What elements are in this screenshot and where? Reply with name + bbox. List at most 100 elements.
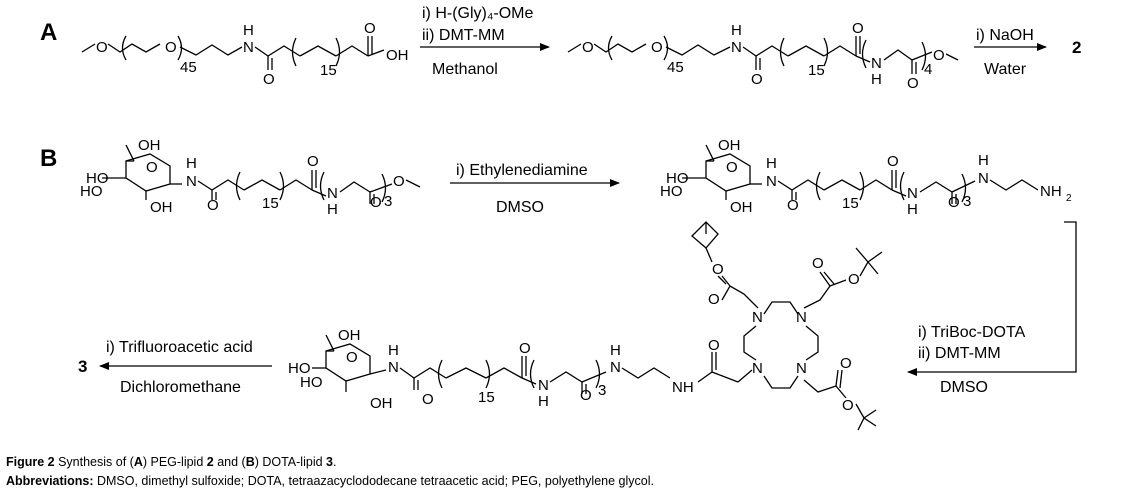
caption-text: ) PEG-lipid bbox=[142, 455, 207, 469]
atom-o: O bbox=[307, 153, 319, 170]
peg-lipid-acid-structure: O O 45 H N O 15 O OH bbox=[81, 20, 409, 88]
subscript-chain-15: 15 bbox=[262, 195, 279, 212]
subscript-chain-15: 15 bbox=[808, 62, 825, 79]
atom-o: O bbox=[842, 397, 854, 414]
atom-n: N bbox=[731, 39, 742, 56]
scheme-a-reagent-1: i) H-(Gly)₄-OMe bbox=[422, 5, 534, 22]
atom-n: N bbox=[327, 185, 338, 202]
atom-o: O bbox=[346, 349, 358, 366]
atom-nh2-subscript: 2 bbox=[1066, 193, 1072, 204]
caption-compound-3: 3 bbox=[326, 455, 333, 469]
atom-ho: HO bbox=[300, 374, 323, 391]
scheme-b-arrow-2 bbox=[907, 221, 1077, 376]
atom-n: N bbox=[907, 185, 918, 202]
atom-h: H bbox=[766, 155, 777, 172]
atom-oh: OH bbox=[386, 47, 409, 64]
atom-n: N bbox=[752, 360, 763, 377]
atom-h: H bbox=[388, 342, 399, 359]
subscript-gly-3: 3 bbox=[963, 193, 971, 210]
abbreviations: Abbreviations: DMSO, dimethyl sulfoxide;… bbox=[6, 474, 1122, 488]
atom-n: N bbox=[796, 309, 807, 326]
reaction-scheme: A B O O 45 H N O 15 O OH i) H-(Gly)₄-OMe… bbox=[40, 5, 1081, 431]
scheme-b-reagent-4: i) Trifluoroacetic acid bbox=[106, 339, 253, 356]
atom-h: H bbox=[538, 393, 549, 410]
atom-o: O bbox=[519, 340, 531, 357]
atom-o: O bbox=[933, 47, 945, 64]
atom-o: O bbox=[146, 159, 158, 176]
caption-text: ) DOTA-lipid bbox=[254, 455, 327, 469]
caption-text: and ( bbox=[213, 455, 246, 469]
scheme-a-reagent-3: i) NaOH bbox=[976, 27, 1034, 44]
atom-o: O bbox=[812, 255, 824, 272]
atom-ho: HO bbox=[86, 170, 109, 187]
caption-panel-b: B bbox=[245, 455, 255, 469]
atom-o: O bbox=[364, 20, 376, 37]
caption-text: Synthesis of ( bbox=[54, 455, 134, 469]
atom-ho: HO bbox=[660, 183, 683, 200]
glucolipid-gly3-ester-structure: OH O HO HO OH H N O 15 O N H O 3 O bbox=[80, 137, 421, 218]
panel-label-a: A bbox=[40, 19, 57, 46]
atom-n: N bbox=[752, 309, 763, 326]
scheme-b-solvent-2: DMSO bbox=[940, 379, 988, 396]
atom-o: O bbox=[712, 261, 724, 278]
atom-nh: NH bbox=[672, 379, 694, 396]
atom-oh: OH bbox=[718, 137, 741, 154]
scheme-a-reagent-2: ii) DMT-MM bbox=[422, 27, 505, 44]
atom-oh: OH bbox=[138, 137, 161, 154]
abbreviations-label: Abbreviations: bbox=[6, 474, 94, 488]
atom-o: O bbox=[370, 194, 382, 211]
product-3-label: 3 bbox=[78, 357, 87, 376]
atom-o: O bbox=[580, 387, 592, 404]
subscript-gly-3: 3 bbox=[598, 382, 606, 399]
atom-h: H bbox=[186, 155, 197, 172]
scheme-b-solvent-1: DMSO bbox=[496, 199, 544, 216]
atom-o: O bbox=[393, 173, 405, 190]
glucolipid-gly3-amine-structure: OH O HO HO OH H N O 15 O N H O 3 H bbox=[660, 137, 1072, 218]
atom-o: O bbox=[840, 355, 852, 372]
figure-label: Figure 2 bbox=[6, 455, 55, 469]
atom-o: O bbox=[263, 71, 275, 88]
atom-o: O bbox=[787, 197, 799, 214]
atom-n: N bbox=[538, 377, 549, 394]
panel-label-b: B bbox=[40, 145, 57, 172]
subscript-gly-3: 3 bbox=[384, 193, 392, 210]
atom-o: O bbox=[582, 39, 594, 56]
dota-lipid-protected-structure: OH O HO HO OH H N O 15 O N H O 3 H bbox=[288, 221, 883, 431]
atom-o: O bbox=[848, 271, 860, 288]
subscript-chain-15: 15 bbox=[478, 389, 495, 406]
product-2-label: 2 bbox=[1072, 38, 1081, 57]
subscript-chain-15: 15 bbox=[320, 62, 337, 79]
atom-o: O bbox=[708, 337, 720, 354]
atom-o: O bbox=[165, 39, 177, 56]
atom-oh: OH bbox=[370, 395, 393, 412]
atom-n: N bbox=[610, 359, 621, 376]
atom-n: N bbox=[796, 360, 807, 377]
atom-h: H bbox=[327, 201, 338, 218]
subscript-gly-4: 4 bbox=[924, 61, 932, 78]
subscript-peg-45: 45 bbox=[180, 59, 197, 76]
atom-h: H bbox=[731, 22, 742, 39]
scheme-b-reagent-1: i) Ethylenediamine bbox=[456, 162, 588, 179]
atom-o: O bbox=[852, 20, 864, 37]
atom-o: O bbox=[96, 39, 108, 56]
abbreviations-text: DMSO, dimethyl sulfoxide; DOTA, tetraaza… bbox=[93, 474, 654, 488]
figure-caption: Figure 2 Synthesis of (A) PEG-lipid 2 an… bbox=[6, 455, 1122, 469]
atom-ho: HO bbox=[666, 170, 689, 187]
atom-o: O bbox=[207, 197, 219, 214]
atom-o: O bbox=[708, 291, 720, 308]
atom-o: O bbox=[726, 159, 738, 176]
atom-o: O bbox=[751, 71, 763, 88]
atom-n: N bbox=[871, 55, 882, 72]
atom-o: O bbox=[948, 194, 960, 211]
atom-o: O bbox=[907, 75, 919, 92]
atom-n: N bbox=[766, 173, 777, 190]
scheme-b-reagent-2: i) TriBoc-DOTA bbox=[918, 324, 1026, 341]
atom-h: H bbox=[907, 201, 918, 218]
atom-h: H bbox=[610, 342, 621, 359]
caption-compound-2: 2 bbox=[206, 455, 214, 469]
atom-n: N bbox=[978, 170, 989, 187]
atom-n: N bbox=[243, 39, 254, 56]
atom-o: O bbox=[422, 391, 434, 408]
atom-n: N bbox=[186, 173, 197, 190]
atom-ho: HO bbox=[80, 183, 103, 200]
